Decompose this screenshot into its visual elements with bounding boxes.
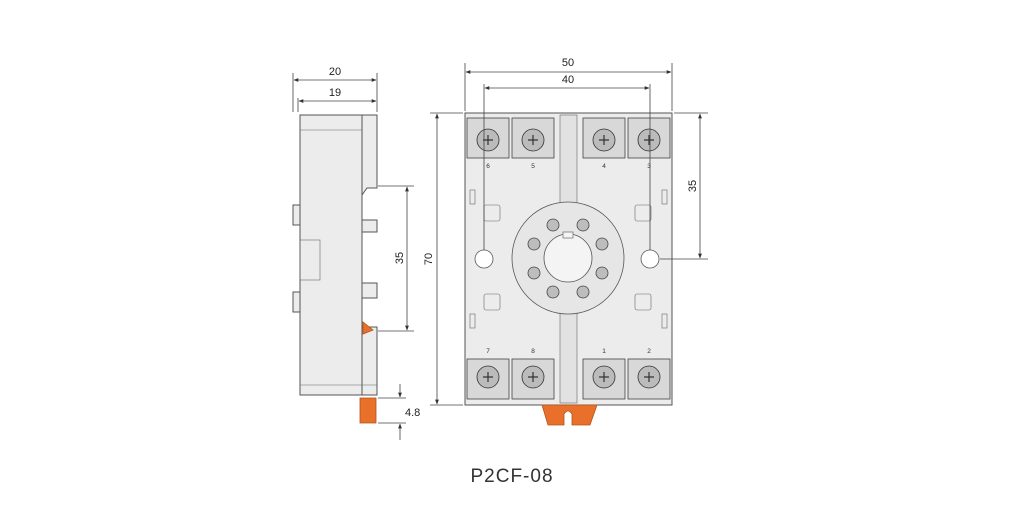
terminal-block-bottom: 7 8 1 2: [466, 348, 671, 400]
terminal-block-top: 6 5 4 3: [466, 117, 671, 170]
dim-side-inner-width: 19: [329, 87, 341, 99]
socket-pins: [527, 218, 609, 299]
mount-hole-left: [474, 249, 494, 269]
terminal-label-3: 3: [647, 163, 651, 170]
dim-side-clip-height: 4.8: [405, 407, 420, 419]
model-label: P2CF-08: [470, 466, 554, 487]
terminal-label-2: 2: [647, 348, 651, 355]
dim-side-overall-width: 20: [329, 66, 341, 78]
front-view: 6 5 4 3: [423, 57, 708, 426]
dim-front-hole-spacing: 40: [562, 74, 574, 86]
terminal-label-7: 7: [486, 348, 490, 355]
terminal-label-6: 6: [486, 163, 490, 170]
side-view: 20 19 35 4.8: [292, 66, 420, 440]
dim-front-height: 70: [423, 253, 435, 265]
mount-hole-right: [640, 249, 660, 269]
terminal-label-4: 4: [602, 163, 606, 170]
terminal-label-8: 8: [531, 348, 535, 355]
terminal-label-1: 1: [602, 348, 606, 355]
dim-front-overall-width: 50: [562, 57, 574, 69]
terminal-label-5: 5: [531, 163, 535, 170]
side-clip: [359, 397, 377, 424]
front-clip: [541, 404, 598, 426]
dim-side-rail-height: 35: [394, 252, 406, 264]
dim-front-hole-height: 35: [687, 180, 699, 192]
